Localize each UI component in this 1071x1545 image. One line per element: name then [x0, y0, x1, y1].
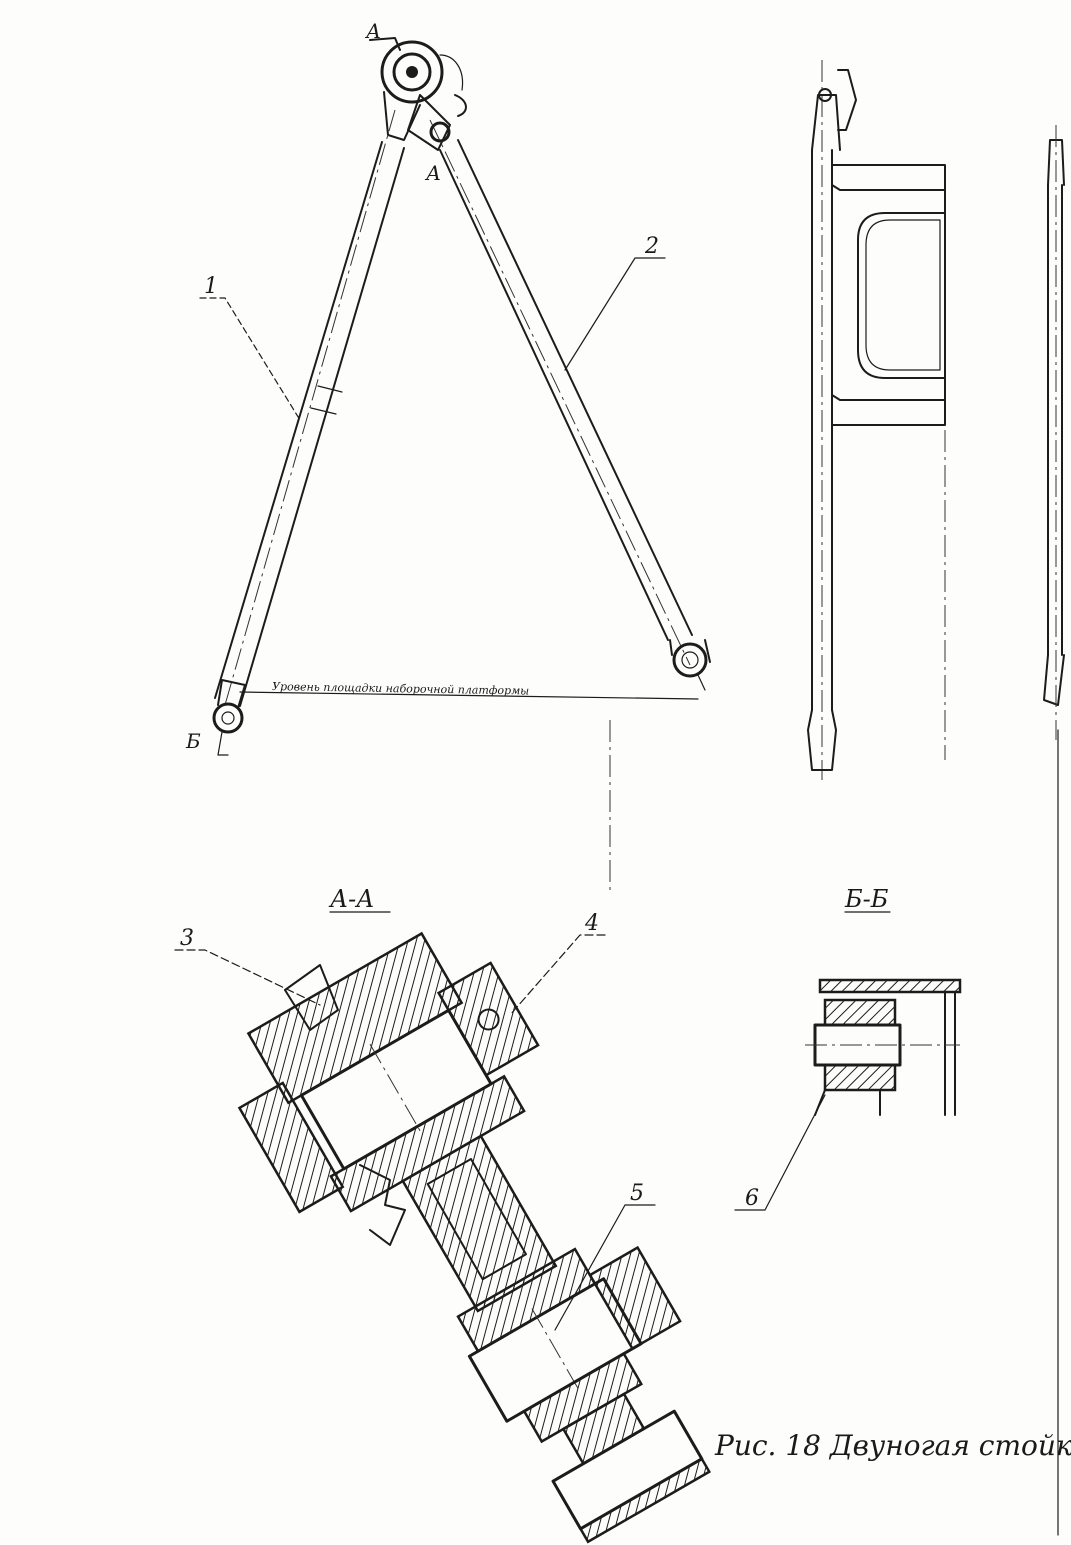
side-view [807, 60, 946, 780]
view-bb-title: Б-Б [844, 885, 889, 913]
leader-part-3 [174, 949, 321, 1006]
ground-level-line [239, 691, 699, 700]
leader-part-6 [734, 1094, 826, 1211]
section-a-arrow [369, 37, 401, 51]
section-b-label: Б [185, 729, 201, 753]
leg-1 [214, 109, 405, 707]
part-3-label: 3 [180, 926, 194, 951]
end-view [1043, 125, 1065, 1536]
section-a-bottom-label: А [424, 161, 441, 185]
section-a-top-label: А [364, 19, 381, 43]
figure-caption: Рис. 18 Двуногая стойка. [714, 1429, 1071, 1462]
part-2-label: 2 [644, 234, 659, 259]
leader-part-4 [509, 934, 606, 1016]
leader-part-1 [199, 297, 301, 421]
section-aa: А-А [174, 885, 711, 1544]
part-4-label: 4 [584, 911, 599, 936]
part-6-label: 6 [745, 1186, 759, 1211]
foot-hinge-right [669, 639, 711, 691]
foot-hinge-left [212, 679, 246, 756]
leg-2 [429, 119, 693, 666]
part-5-label: 5 [630, 1181, 644, 1206]
part-1-label: 1 [204, 274, 218, 299]
leader-part-2 [564, 257, 666, 371]
a-frame-view: Уровень площадки наборочной платформы 1 … [185, 19, 711, 756]
view-aa-title: А-А [328, 885, 374, 913]
top-hinge [380, 40, 467, 151]
section-bb: Б-Б 6 [734, 885, 962, 1211]
leader-part-5 [554, 1204, 656, 1331]
ground-level-label: Уровень площадки наборочной платформы [272, 680, 529, 697]
